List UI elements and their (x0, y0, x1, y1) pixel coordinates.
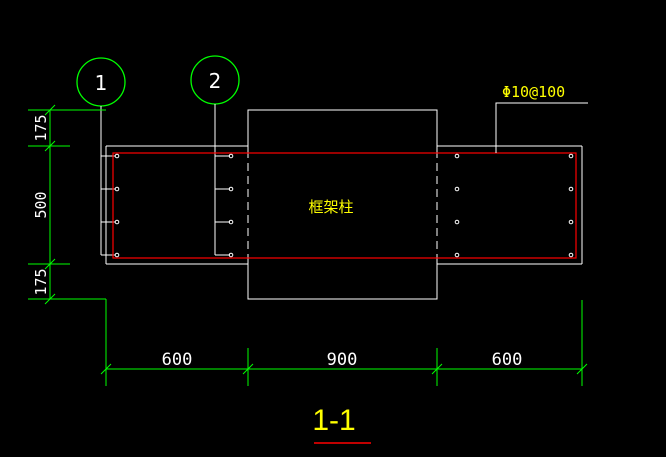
dim-h-left: 600 (162, 350, 193, 370)
column-label: 框架柱 (308, 198, 353, 216)
rebar-leader-line (495, 102, 588, 153)
axis-marker-1: 1 (76, 57, 126, 256)
axis-marker-2: 2 (190, 55, 240, 256)
axis-label-1: 1 (95, 71, 108, 95)
axis-label-2: 2 (209, 69, 222, 93)
vertical-dimension: 175 500 175 (28, 104, 107, 348)
stirrup-outline (112, 152, 577, 259)
rebar-spec-callout: Φ10@100 (495, 83, 588, 153)
dim-v-top: 175 (32, 114, 50, 141)
dim-h-right: 600 (492, 350, 523, 370)
rebar-dots (114, 153, 574, 258)
section-title: 1-1 (312, 404, 355, 437)
dim-h-middle: 900 (327, 350, 358, 370)
rebar-spec-label: Φ10@100 (502, 83, 565, 101)
dim-v-middle: 500 (32, 191, 50, 218)
dim-v-bottom: 175 (32, 268, 50, 295)
horizontal-dimension: 600 900 600 (100, 300, 588, 386)
beam-outline (105, 145, 583, 265)
